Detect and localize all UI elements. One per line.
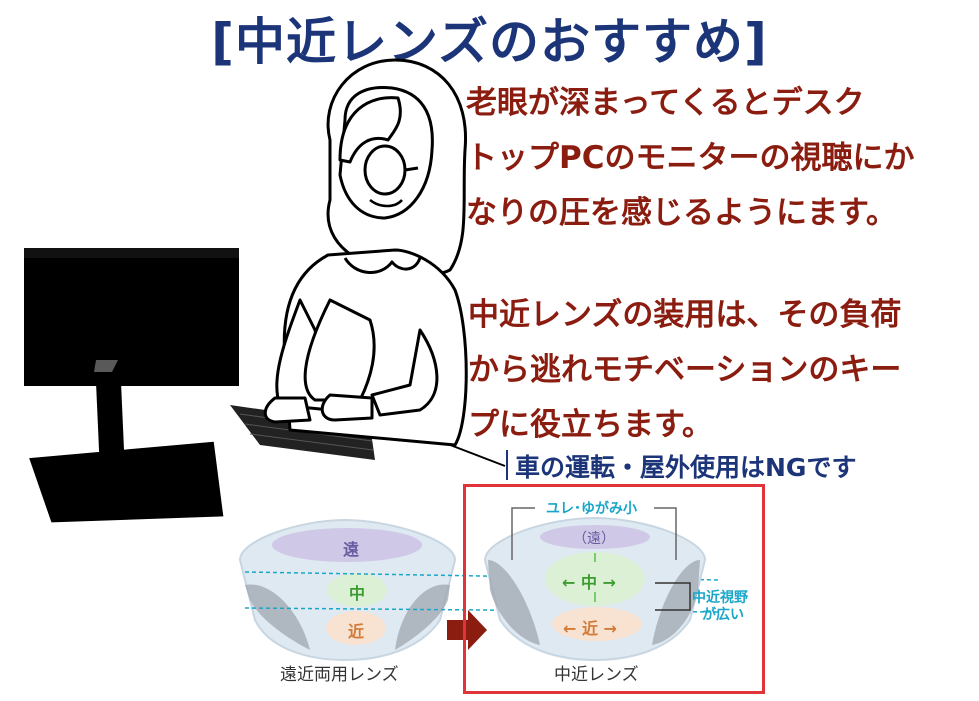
left-lens-mid-label: 中 [349, 584, 366, 603]
monitor-icon [24, 248, 239, 523]
right-lens-top-label: ユレ･ゆがみ小 [546, 501, 637, 517]
message-2-line-3: プに役立ちます。 [468, 407, 713, 443]
left-lens-near-label: 近 [348, 622, 365, 641]
progressive-lens-diagram [238, 518, 457, 662]
intermediate-lens-highlight-box [463, 484, 765, 694]
message-1-line-3: なりの圧を感じるようにます。 [466, 195, 897, 231]
message-paragraph-2: 中近レンズの装用は、その負荷 から逃れモチベーションのキー プに役立ちます。 [468, 288, 901, 453]
right-lens-side-label-1: 中近視野 [692, 590, 748, 606]
message-1-line-2: トップPCのモニターの視聴にか [466, 140, 915, 176]
message-2-line-1: 中近レンズの装用は、その負荷 [468, 297, 902, 333]
left-lens-far-label: 遠 [343, 540, 360, 559]
note-divider [506, 450, 508, 480]
arrow-right-icon [447, 610, 487, 650]
message-2-line-2: から逃れモチベーションのキー [468, 352, 902, 388]
right-lens-near-label: ← 近 → [563, 619, 617, 638]
intermediate-lens-caption: 中近レンズ [554, 665, 639, 685]
usage-warning-note: 車の運転・屋外使用はNGです [515, 453, 857, 482]
right-lens-far-label: （遠） [573, 531, 615, 547]
right-lens-side-label-2: が広い [702, 607, 744, 623]
intermediate-lens-diagram [483, 507, 707, 662]
right-lens-mid-label: ← 中 → [562, 573, 616, 592]
page-title: [中近レンズのおすすめ] [211, 13, 768, 71]
lens-diagram-area [238, 507, 721, 662]
progressive-lens-caption: 遠近両用レンズ [280, 665, 399, 685]
message-1-line-1: 老眼が深まってくるとデスク [466, 85, 865, 121]
woman-figure [263, 58, 468, 447]
message-paragraph-1: 老眼が深まってくるとデスク トップPCのモニターの視聴にか なりの圧を感じるよう… [466, 76, 914, 241]
